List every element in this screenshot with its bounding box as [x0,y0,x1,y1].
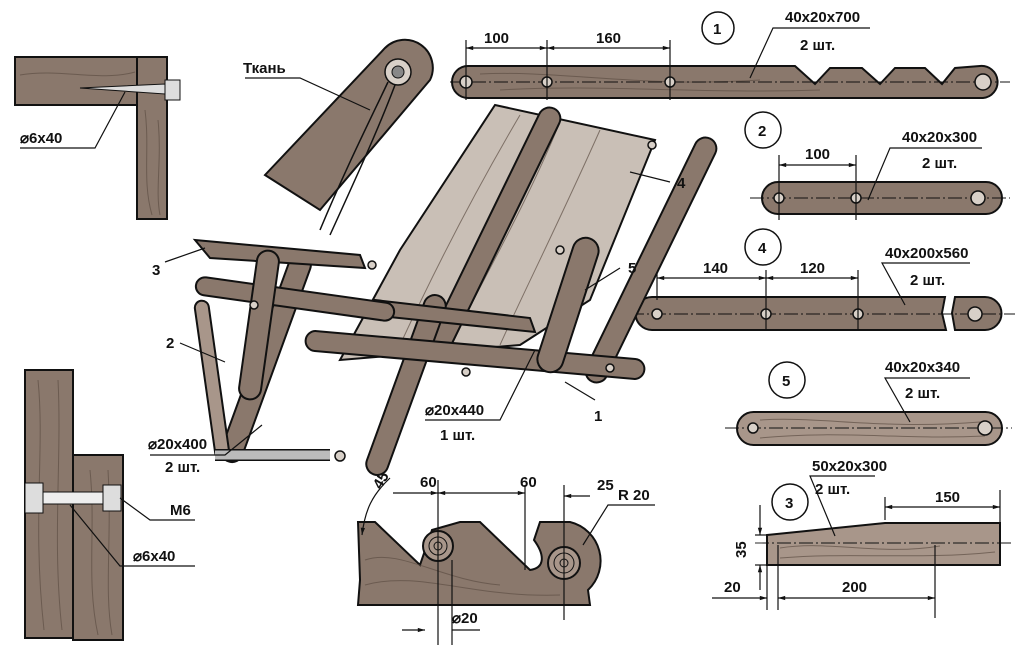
part-5-number: 5 [782,373,790,390]
rod-front-qty: 1 шт. [440,427,475,444]
part-2-size: 40x20x300 [902,129,977,146]
part-3-size: 50x20x300 [812,458,887,475]
rod-rear-qty: 2 шт. [165,459,200,476]
notch-diameter: ⌀20 [452,610,478,627]
bolt-screw-label: ⌀6x40 [133,548,175,565]
part-4-drawing [630,228,1015,331]
part-5-qty: 2 шт. [905,385,940,402]
part-4-dim-120: 120 [800,260,825,277]
notch-dim-60b: 60 [520,474,537,491]
fabric-label: Ткань [243,60,286,77]
part-4-number: 4 [758,240,767,257]
part-5-size: 40x20x340 [885,359,960,376]
part-4-size: 40x200x560 [885,245,968,262]
part-4-dim-140: 140 [703,260,728,277]
chair-callout-2: 2 [166,335,174,352]
part-1-number: 1 [713,21,721,38]
notch-detail-drawing [356,477,655,645]
screw-detail-top [14,56,181,220]
notch-dim-25: 25 [597,477,614,494]
part-1-dim-160: 160 [596,30,621,47]
part-1-size: 40x20x700 [785,9,860,26]
part-2-drawing [744,111,1010,220]
part-3-number: 3 [785,495,793,512]
part-2-number: 2 [758,123,766,140]
bolt-label: M6 [170,502,191,519]
part-3-dim-35: 35 [733,541,750,558]
rod-rear-size: ⌀20x400 [148,436,207,453]
chair-assembly [150,103,718,476]
part-3-qty: 2 шт. [815,481,850,498]
notch-radius: R 20 [618,487,650,504]
part-1-qty: 2 шт. [800,37,835,54]
part-3-dim-20: 20 [724,579,741,596]
chair-callout-1: 1 [594,408,602,425]
part-2-qty: 2 шт. [922,155,957,172]
chair-callout-5: 5 [628,260,636,277]
screw-top-label: ⌀6x40 [20,130,62,147]
fabric-detail [245,38,434,236]
part-1-dim-100: 100 [484,30,509,47]
part-3-dim-150: 150 [935,489,960,506]
part-1-drawing [450,11,1010,100]
notch-dim-60a: 60 [420,474,437,491]
chair-callout-3: 3 [152,262,160,279]
bolt-detail [24,369,195,641]
part-3-drawing [712,475,1012,618]
rod-front-size: ⌀20x440 [425,402,484,419]
part-4-qty: 2 шт. [910,272,945,289]
chair-callout-4: 4 [677,175,686,192]
part-3-dim-200: 200 [842,579,867,596]
part-5-drawing [725,361,1012,446]
part-2-dim-100: 100 [805,146,830,163]
